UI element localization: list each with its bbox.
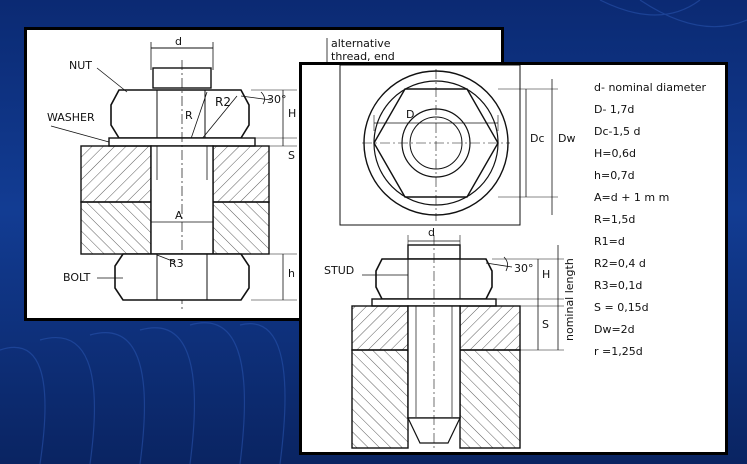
label-dc: Dc: [530, 132, 545, 145]
label-stud: STUD: [324, 264, 355, 277]
label-d: d: [175, 35, 182, 48]
label-washer: WASHER: [47, 111, 95, 124]
formula-item: Dc-1,5 d: [594, 125, 641, 138]
formula-item: R3=0,1d: [594, 279, 643, 292]
formula-item: R1=d: [594, 235, 625, 248]
label-h-right: H: [542, 268, 551, 281]
formula-item: S = 0,15d: [594, 301, 649, 314]
label-r3: R3: [169, 257, 184, 270]
label-r2: R2: [215, 95, 231, 109]
formula-item: A=d + 1 m m: [594, 191, 670, 204]
label-thread-end: thread, end: [331, 50, 395, 63]
stud-assembly-panel: D Dc Dw d STUD 30° H S nominal length d-…: [299, 62, 728, 455]
label-h-upper: H: [288, 107, 297, 120]
bolt-assembly-drawing: [50, 38, 328, 310]
stud-assembly-drawing: [339, 65, 564, 450]
label-alternative: alternative: [331, 37, 391, 50]
label-bolt: BOLT: [63, 271, 91, 284]
label-d-top: D: [406, 108, 415, 121]
label-a: A: [175, 209, 183, 222]
formula-item: D- 1,7d: [594, 103, 635, 116]
label-s: S: [288, 149, 295, 162]
label-angle: 30°: [267, 93, 287, 106]
formula-item: r =1,25d: [594, 345, 643, 358]
label-dw: Dw: [558, 132, 576, 145]
label-nut: NUT: [69, 59, 92, 72]
label-nominal-length: nominal length: [563, 258, 576, 341]
formula-item: d- nominal diameter: [594, 81, 707, 94]
formula-item: Dw=2d: [594, 323, 635, 336]
label-d-stud: d: [428, 226, 435, 239]
formula-item: R2=0,4 d: [594, 257, 646, 270]
label-h-lower: h: [288, 267, 295, 280]
label-angle-right: 30°: [514, 262, 534, 275]
formula-item: H=0,6d: [594, 147, 636, 160]
formula-item: h=0,7d: [594, 169, 635, 182]
formula-item: R=1,5d: [594, 213, 636, 226]
label-r: R: [185, 109, 193, 122]
label-s-right: S: [542, 318, 549, 331]
